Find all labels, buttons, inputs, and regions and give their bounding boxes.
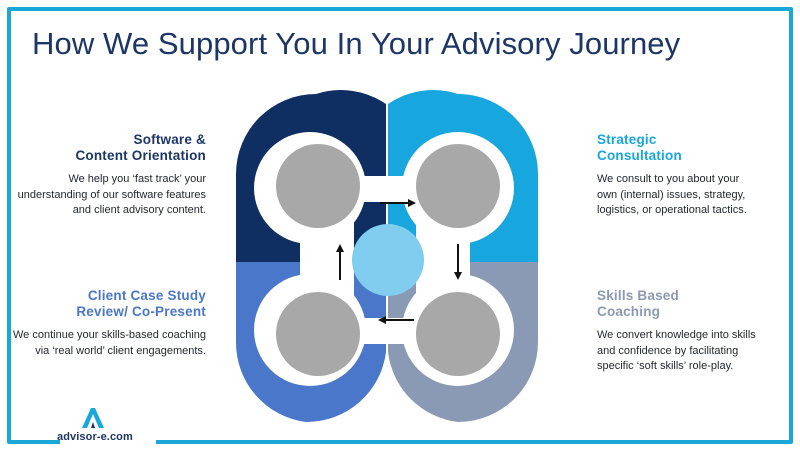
- stage-block-client-case-study: Client Case Study Review/ Co-Present We …: [6, 288, 206, 359]
- stage-heading-line: Skills Based: [597, 288, 679, 303]
- stage-heading-line: Software &: [133, 132, 206, 147]
- stage-heading: Client Case Study Review/ Co-Present: [6, 288, 206, 320]
- center-circle: [352, 224, 424, 296]
- stage-description: We convert knowledge into skills and con…: [597, 329, 756, 372]
- slide-frame: [7, 7, 793, 444]
- stage-circle-bottom-left: [276, 292, 360, 376]
- stage-block-software-orientation: Software & Content Orientation We help y…: [6, 132, 206, 219]
- stage-heading: Software & Content Orientation: [6, 132, 206, 164]
- stage-circle-top-left: [276, 144, 360, 228]
- stage-circle-bottom-right: [416, 292, 500, 376]
- stage-heading: Skills Based Coaching: [597, 288, 797, 320]
- stage-heading-line: Consultation: [597, 148, 682, 163]
- stage-circle-top-right: [416, 144, 500, 228]
- stage-block-strategic-consultation: Strategic Consultation We consult to you…: [597, 132, 797, 219]
- advisor-e-a-icon: [82, 408, 104, 428]
- stage-block-skills-coaching: Skills Based Coaching We convert knowled…: [597, 288, 797, 375]
- stage-description: We consult to you about your own (intern…: [597, 173, 747, 216]
- stage-description: We continue your skills-based coaching v…: [12, 329, 206, 357]
- stage-heading-line: Review/ Co-Present: [76, 304, 206, 319]
- stage-heading: Strategic Consultation: [597, 132, 797, 164]
- stage-heading-line: Strategic: [597, 132, 657, 147]
- stage-heading-line: Coaching: [597, 304, 661, 319]
- stage-heading-line: Client Case Study: [87, 288, 206, 303]
- stage-heading-line: Content Orientation: [75, 148, 206, 163]
- stage-description: We help you ‘fast track’ your understand…: [17, 173, 206, 216]
- page-title: How We Support You In Your Advisory Jour…: [32, 26, 681, 61]
- logo-text: advisor-e.com: [57, 431, 133, 443]
- logo-area: [60, 408, 156, 444]
